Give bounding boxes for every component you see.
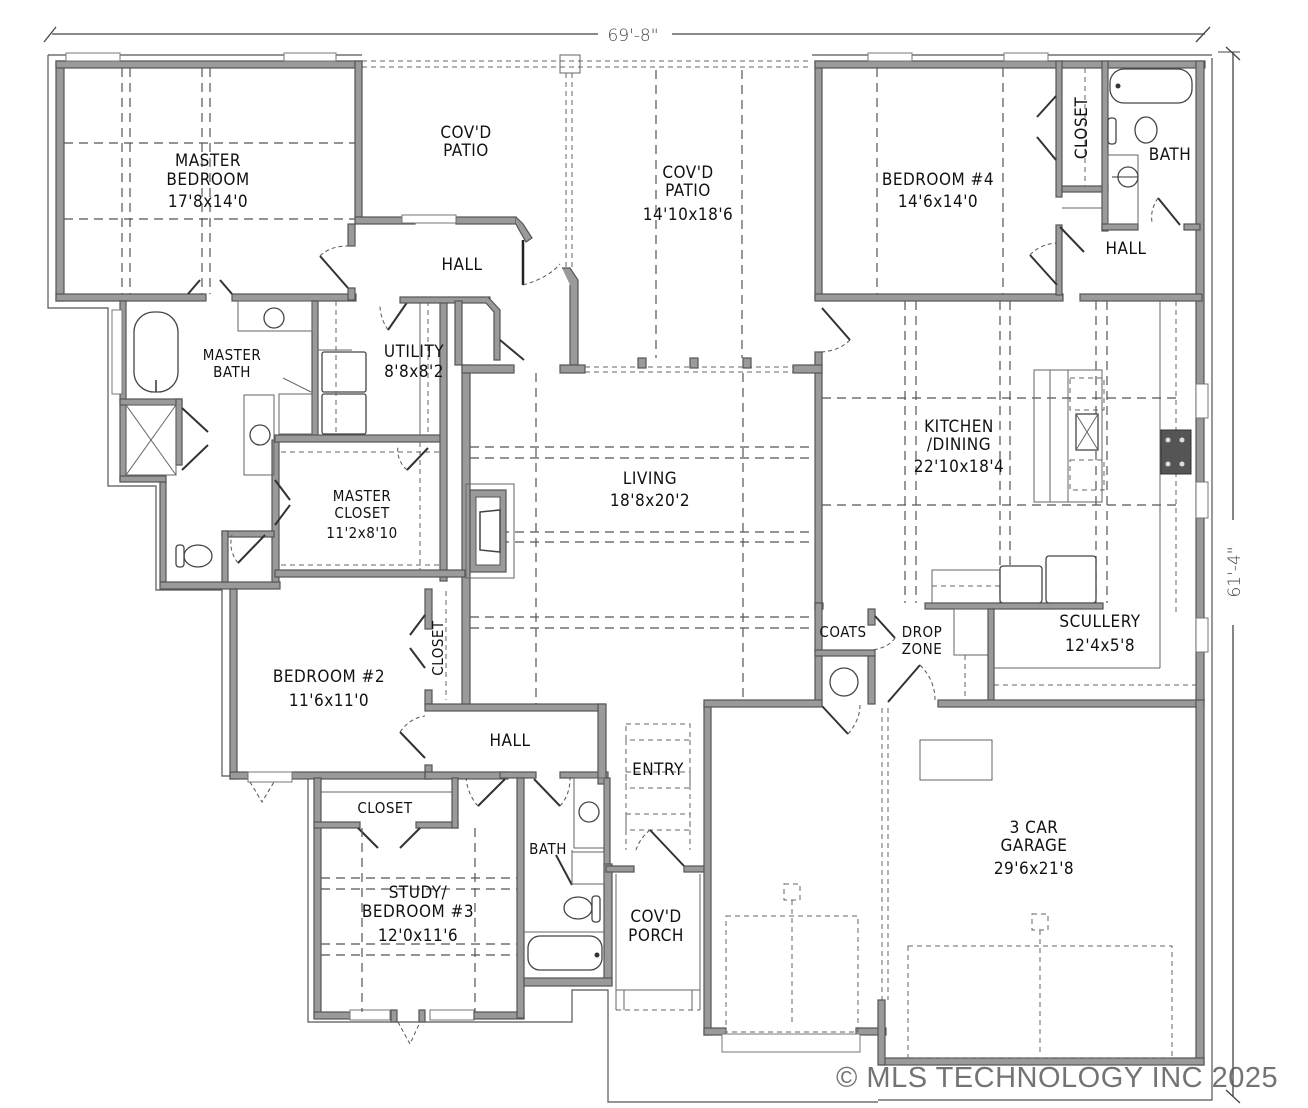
master-bath-label-2: BATH [213,363,251,381]
scullery-size: 12'4x5'8 [1065,636,1135,656]
bedroom2-label: BEDROOM #2 [273,667,385,687]
drop-zone-label-2: ZONE [902,640,942,658]
bedroom2-size: 11'6x11'0 [289,691,369,711]
living-label: LIVING [623,469,677,489]
covd-patio-small-label: COV'D [440,123,491,143]
study-closet-label: CLOSET [357,799,413,817]
entry-porch-walls [605,704,712,1036]
covd-patio-size: 14'10x18'6 [643,205,734,225]
study-label: STUDY/ [389,883,448,903]
bedroom4-closet-label: CLOSET [1072,97,1092,160]
master-bedroom-label-2: BEDROOM [166,170,249,190]
master-bedroom-size: 17'8x14'0 [168,192,248,212]
living-walls [461,357,823,706]
kitchen-size: 22'10x18'4 [914,457,1005,477]
garage-label-2: GARAGE [1001,836,1068,856]
covd-patio-label: COV'D [662,163,713,183]
covd-patio-small-label-2: PATIO [443,141,489,161]
kitchen-label-2: /DINING [927,435,991,455]
master-closet-label-2: CLOSET [334,504,390,522]
master-closet-label: MASTER [333,487,392,505]
bedroom2-walls [229,588,606,803]
utility-label: UTILITY [384,342,444,362]
entry-label: ENTRY [632,760,684,780]
master-bath-label: MASTER [203,346,262,364]
depth-dimension: 61'-4" [1218,46,1245,1104]
bedroom4-label: BEDROOM #4 [882,170,994,190]
master-closet-size: 11'2x8'10 [326,524,397,542]
living-size: 18'8x20'2 [610,491,690,511]
upper-left-hall-walls [319,214,579,366]
covd-porch-label: COV'D [630,907,681,927]
bedroom4-bath-label: BATH [1149,145,1191,165]
scullery-label: SCULLERY [1059,612,1140,632]
garage-label: 3 CAR [1010,818,1059,838]
room-labels: MASTER BEDROOM 17'8x14'0 COV'D PATIO COV… [166,97,1191,946]
covd-patio-label-2: PATIO [665,181,711,201]
bedroom4-size: 14'6x14'0 [898,192,978,212]
covd-porch-label-2: PORCH [628,926,684,946]
bedroom4-walls [814,52,1206,702]
width-dimension: 69'-8" [43,26,1211,46]
garage-walls [703,699,1205,1066]
master-suite-walls [111,279,525,590]
width-dimension-label: 69'-8" [607,26,658,46]
master-bedroom-walls [55,52,363,302]
drop-zone-label: DROP [902,623,943,641]
study-size: 12'0x11'6 [378,926,458,946]
bedroom2-closet-label: CLOSET [429,620,447,676]
utility-size: 8'8x8'2 [384,362,444,382]
scullery-dropzone-walls [814,602,1196,735]
kitchen-label: KITCHEN [924,417,994,437]
hall-upper-right-label: HALL [1106,239,1147,259]
kitchen-walls [814,301,1209,668]
hall-upper-left-label: HALL [442,255,483,275]
coats-label: COATS [819,623,866,641]
hall-lower-label: HALL [490,731,531,751]
depth-dimension-label: 61'-4" [1225,546,1245,597]
master-bedroom-label: MASTER [175,151,241,171]
patio-outline [362,54,812,358]
lower-suite-walls [313,703,613,1046]
copyright-watermark: © MLS TECHNOLOGY INC 2025 [836,1062,1279,1094]
hall-bath-label: BATH [529,840,567,858]
study-label-2: BEDROOM #3 [362,902,474,922]
garage-size: 29'6x21'8 [994,859,1074,879]
